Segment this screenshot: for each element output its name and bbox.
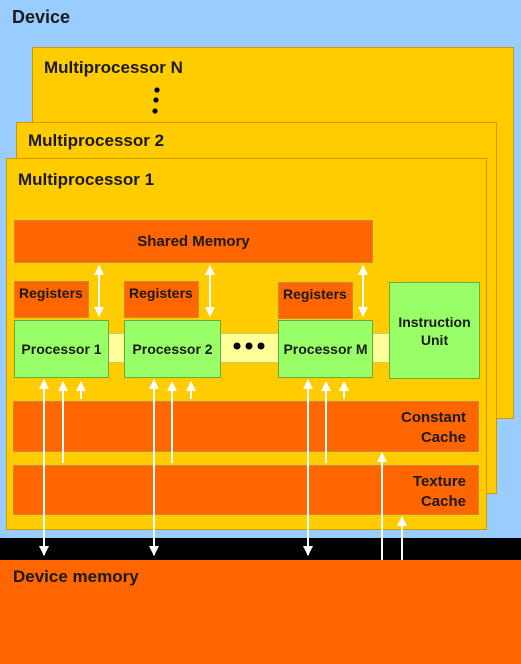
processor-1-label: Processor 1 <box>21 341 102 357</box>
processor-2-label: Processor 2 <box>132 341 213 357</box>
device-memory-block <box>0 560 521 664</box>
registers-block-1: Registers <box>14 281 89 318</box>
processor-2: Processor 2 <box>124 320 221 378</box>
processor-1: Processor 1 <box>14 320 109 378</box>
constant-cache-label-line1: Constant <box>401 409 466 426</box>
device-memory-label: Device memory <box>13 567 139 586</box>
shared-memory-label: Shared Memory <box>137 233 250 250</box>
texture-cache-block: Texture Cache <box>13 465 479 515</box>
device-memory-bus-band <box>0 538 521 560</box>
texture-cache-label-line1: Texture <box>412 473 466 490</box>
texture-cache-label-line2: Cache <box>420 493 466 510</box>
shared-memory-block: Shared Memory <box>14 220 373 263</box>
registers-block-m: Registers <box>278 282 353 319</box>
multiprocessor-n-label: Multiprocessor N <box>44 58 183 77</box>
registers-label-m: Registers <box>283 286 347 302</box>
instruction-unit-label-line1: Instruction <box>398 313 471 330</box>
instruction-unit: Instruction Unit <box>389 282 480 379</box>
multiprocessor-2-label: Multiprocessor 2 <box>28 131 165 150</box>
device-title: Device <box>12 7 71 27</box>
registers-label-1: Registers <box>19 285 83 301</box>
constant-cache-label-line2: Cache <box>420 429 466 446</box>
vertical-ellipsis-icon <box>150 86 162 122</box>
registers-label-2: Registers <box>129 285 193 301</box>
processor-m-label: Processor M <box>283 341 368 357</box>
multiprocessor-1-label: Multiprocessor 1 <box>18 170 155 189</box>
horizontal-ellipsis-icon <box>228 338 270 354</box>
registers-block-2: Registers <box>124 281 199 318</box>
instruction-unit-label-line2: Unit <box>420 331 449 348</box>
constant-cache-block: Constant Cache <box>13 401 479 452</box>
processor-m: Processor M <box>278 320 373 378</box>
